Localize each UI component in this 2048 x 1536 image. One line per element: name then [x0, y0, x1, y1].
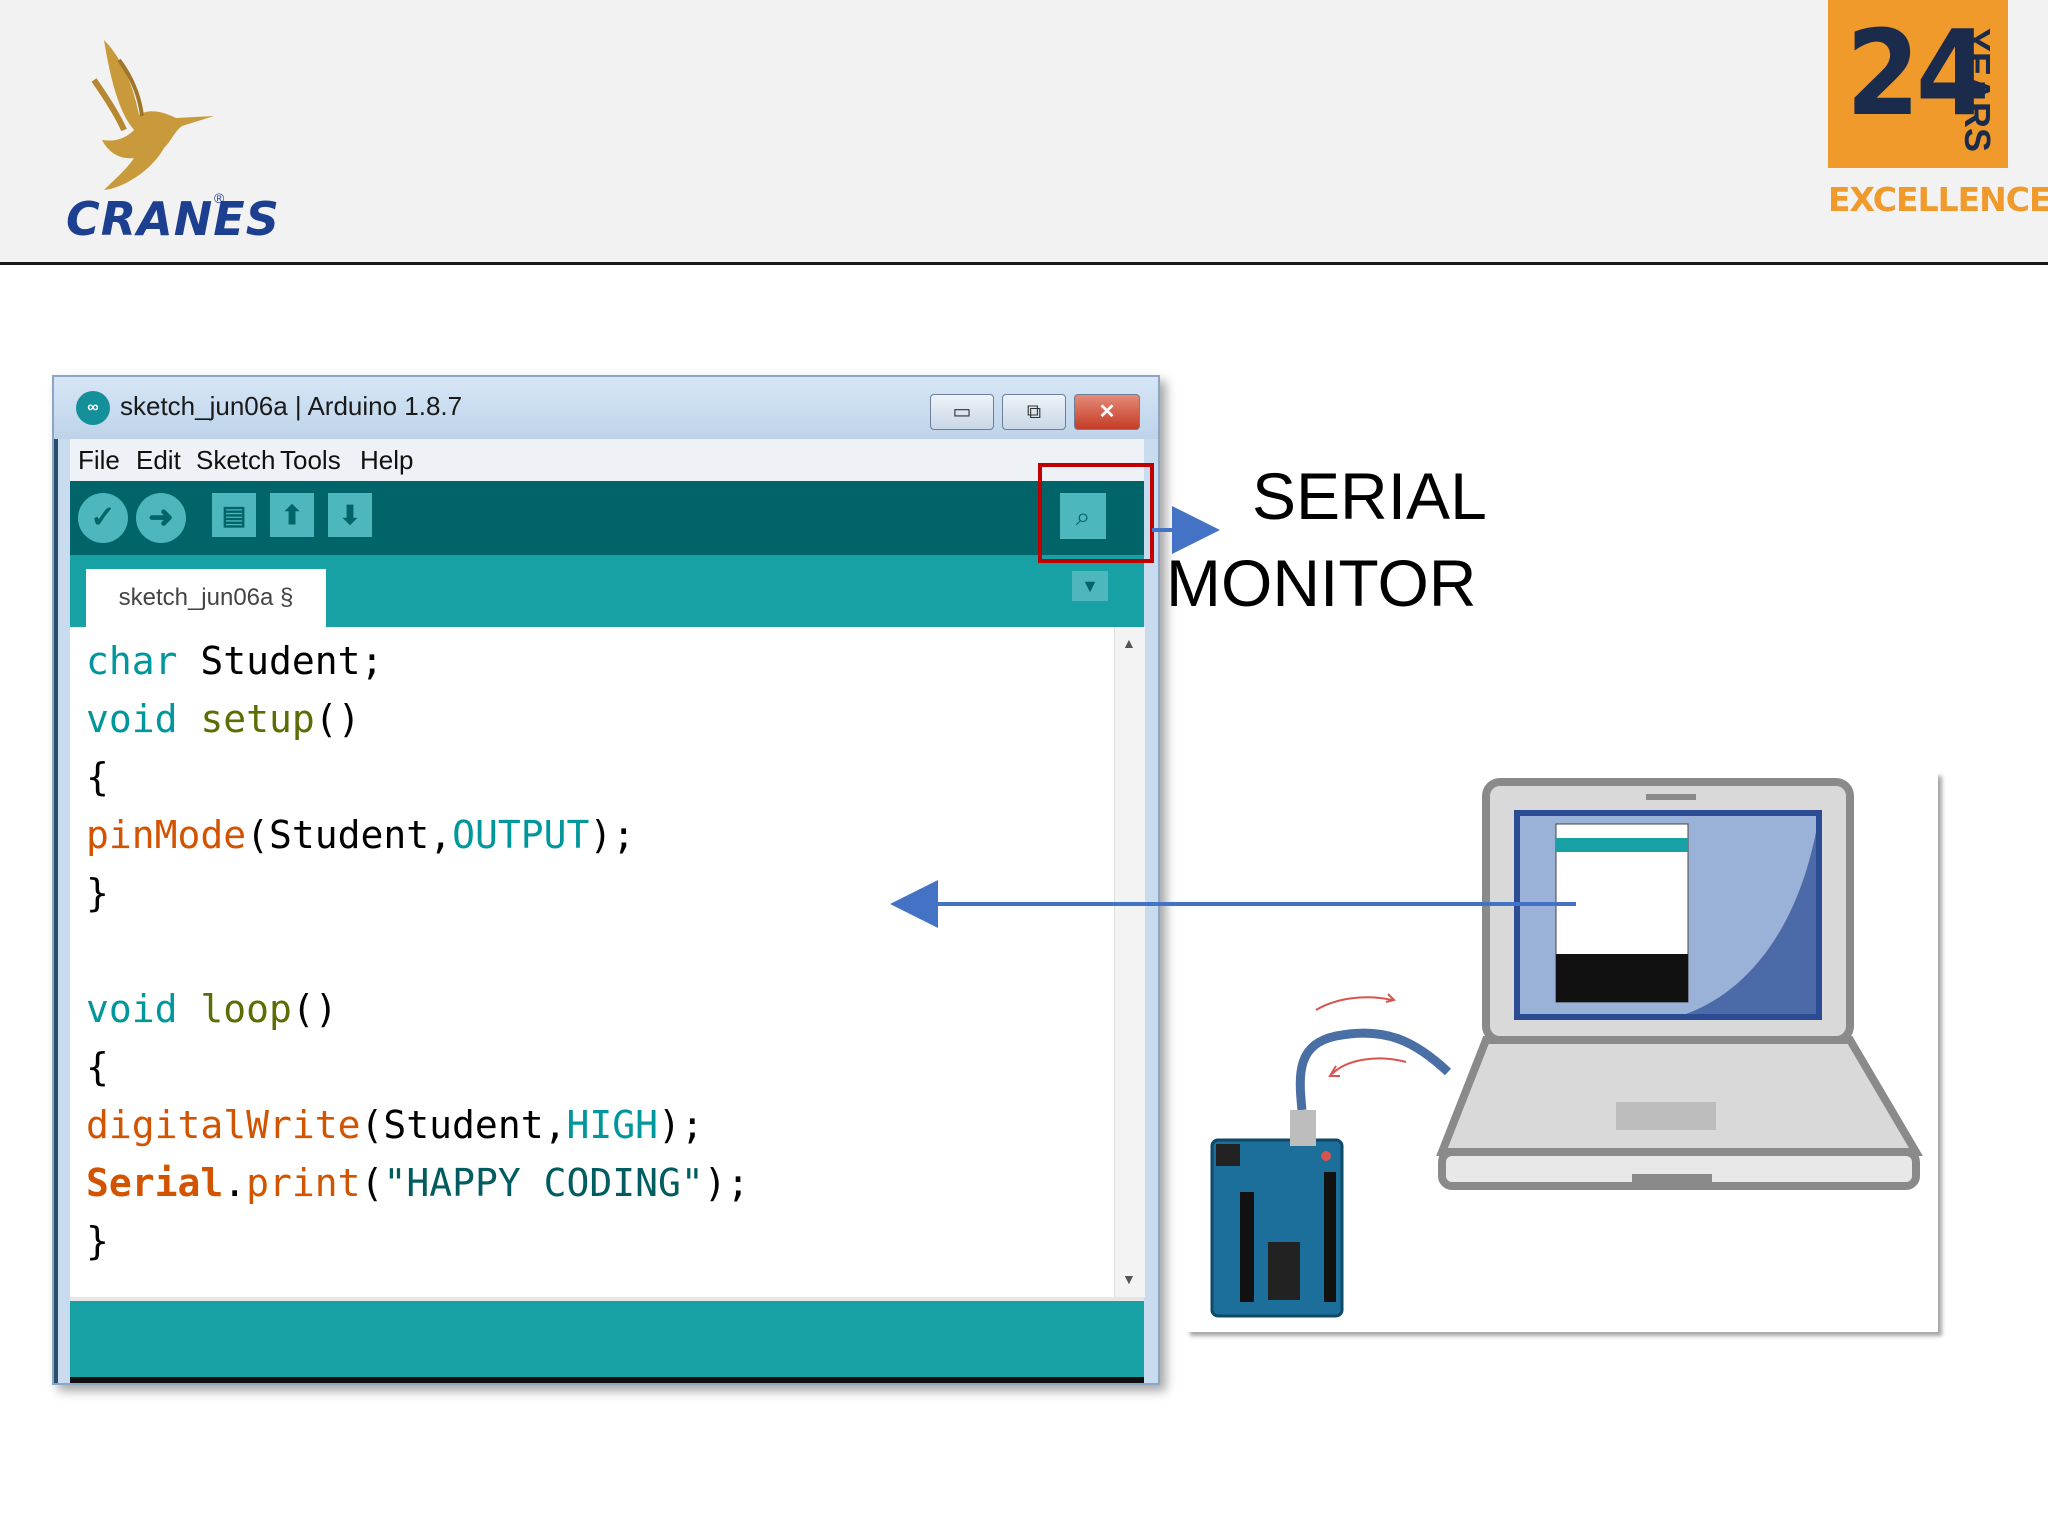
code-line-7: void loop()	[86, 987, 338, 1031]
reset-button	[1321, 1151, 1331, 1161]
console-area	[70, 1297, 1144, 1383]
window-edge	[54, 377, 58, 1383]
serial-monitor-icon[interactable]: ⌕	[1060, 493, 1106, 539]
registered-mark: ®	[214, 190, 225, 206]
code-token: void	[86, 987, 178, 1031]
code-line-1: char Student;	[86, 639, 383, 683]
code-token: ()	[314, 697, 361, 741]
scroll-down-icon[interactable]: ▼	[1122, 1271, 1136, 1287]
crane-bird-logo	[91, 40, 214, 190]
code-token: .	[223, 1161, 247, 1205]
code-line-9: digitalWrite(Student,HIGH);	[86, 1103, 704, 1147]
vertical-scrollbar[interactable]: ▲ ▼	[1114, 627, 1145, 1297]
header-pins-left	[1240, 1192, 1254, 1302]
code-token: pinMode	[86, 813, 247, 857]
code-line-10: Serial.print("HAPPY CODING");	[86, 1161, 750, 1205]
data-arrowhead	[1385, 993, 1396, 1003]
tab-menu-icon[interactable]: ▼	[1072, 571, 1108, 601]
menu-file[interactable]: File	[78, 445, 120, 475]
menu-tools[interactable]: Tools	[280, 445, 341, 475]
code-line-8: {	[86, 1045, 109, 1089]
code-token: HIGH	[566, 1103, 658, 1147]
code-token: );	[589, 813, 636, 857]
code-line-3: {	[86, 755, 109, 799]
slide-header: CRANES ® 24 YEARS EXCELLENCE	[0, 0, 2048, 265]
tab-bar: sketch_jun06a § ▼	[70, 555, 1144, 627]
tab-sketch[interactable]: sketch_jun06a §	[86, 569, 326, 627]
cranes-wordmark: CRANES	[66, 192, 280, 246]
badge-years: YEARS	[1957, 28, 1998, 153]
close-button[interactable]: ✕	[1074, 394, 1140, 430]
title-bar[interactable]: ∞ sketch_jun06a | Arduino 1.8.7 ▭ ⧉ ✕	[54, 377, 1158, 439]
laptop-base	[1438, 1148, 1920, 1190]
power-jack	[1216, 1144, 1240, 1166]
toolbar: ✓ ➜ ▤ ⬆ ⬇ ⌕	[70, 481, 1144, 555]
laptop-front-slot	[1632, 1174, 1712, 1182]
laptop-illustration-svg	[1210, 778, 1923, 1318]
header-pins-right	[1324, 1172, 1336, 1302]
badge-tagline: EXCELLENCE	[1828, 180, 2048, 219]
laptop-arduino-illustration	[1186, 772, 1938, 1332]
code-token: void	[86, 697, 178, 741]
laptop-camera	[1646, 794, 1696, 800]
menu-help[interactable]: Help	[360, 445, 414, 475]
menu-bar: File Edit Sketch Tools Help	[70, 439, 1144, 481]
code-token: "HAPPY CODING"	[383, 1161, 704, 1205]
code-token: Student;	[177, 639, 384, 683]
menu-sketch[interactable]: Sketch	[196, 445, 276, 475]
code-token: );	[657, 1103, 704, 1147]
data-arrowhead	[1328, 1065, 1340, 1077]
maximize-button[interactable]: ⧉	[1002, 394, 1066, 430]
mini-ide-console	[1556, 954, 1688, 1002]
code-line-11: }	[86, 1219, 109, 1263]
minimize-button[interactable]: ▭	[930, 394, 994, 430]
code-token: );	[703, 1161, 750, 1205]
upload-icon[interactable]: ➜	[136, 493, 186, 543]
scroll-up-icon[interactable]: ▲	[1122, 635, 1136, 651]
annotation-serial: SERIAL	[1252, 459, 1487, 533]
mini-ide-toolbar	[1556, 838, 1688, 852]
badge-years-text: YEARS	[1957, 28, 1998, 153]
save-sketch-icon[interactable]: ⬇	[328, 493, 372, 537]
serial-monitor-highlight	[1038, 463, 1154, 563]
laptop-keyboard-deck	[1436, 1036, 1923, 1156]
code-token: setup	[177, 697, 315, 741]
code-token: ()	[291, 987, 338, 1031]
code-editor[interactable]: char Student; void setup() { pinMode(Stu…	[70, 627, 1145, 1297]
code-token: loop	[177, 987, 292, 1031]
code-line-2: void setup()	[86, 697, 361, 741]
arduino-ide-window: ∞ sketch_jun06a | Arduino 1.8.7 ▭ ⧉ ✕ Fi…	[52, 375, 1160, 1385]
new-sketch-icon[interactable]: ▤	[212, 493, 256, 537]
arduino-app-icon: ∞	[76, 391, 110, 425]
open-sketch-icon[interactable]: ⬆	[270, 493, 314, 537]
usb-connector	[1290, 1110, 1316, 1146]
code-token: OUTPUT	[452, 813, 590, 857]
code-token: print	[246, 1161, 361, 1205]
verify-icon[interactable]: ✓	[78, 493, 128, 543]
code-line-5: }	[86, 871, 109, 915]
code-token: (Student,	[360, 1103, 567, 1147]
laptop-trackpad	[1616, 1102, 1716, 1130]
code-line-4: pinMode(Student,OUTPUT);	[86, 813, 635, 857]
microcontroller-chip	[1268, 1242, 1300, 1300]
data-arrow-down	[1331, 1057, 1407, 1075]
code-token: (Student,	[246, 813, 453, 857]
anniversary-badge: 24 YEARS	[1828, 0, 2008, 168]
badge-number: 24	[1846, 4, 1990, 142]
data-arrow-up	[1315, 996, 1393, 1011]
annotation-monitor: MONITOR	[1166, 546, 1477, 620]
code-token: (	[360, 1161, 384, 1205]
code-token: digitalWrite	[86, 1103, 361, 1147]
menu-edit[interactable]: Edit	[136, 445, 181, 475]
code-token: Serial	[86, 1161, 224, 1205]
window-title: sketch_jun06a | Arduino 1.8.7	[120, 391, 463, 421]
wallpaper-swoosh	[1686, 832, 1816, 1014]
usb-cable	[1295, 1028, 1452, 1111]
code-token: char	[86, 639, 178, 683]
